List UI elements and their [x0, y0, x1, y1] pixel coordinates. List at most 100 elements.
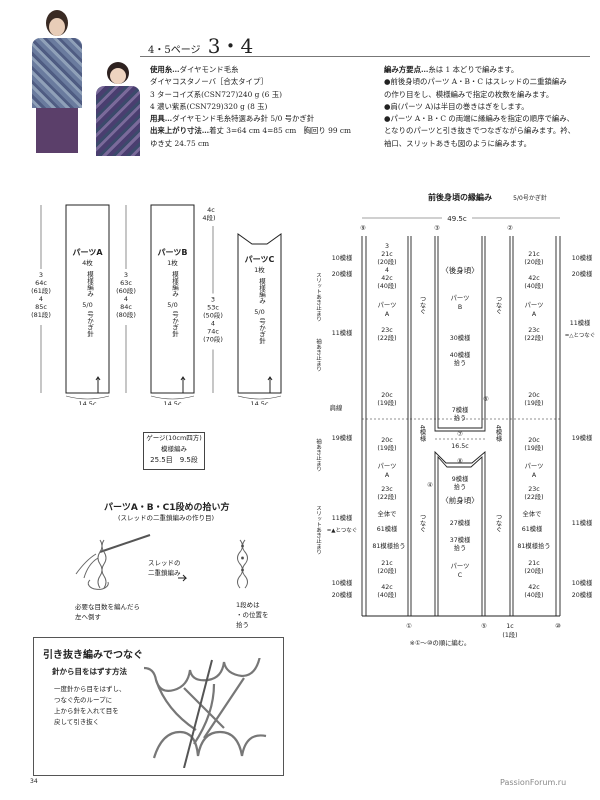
- dim: (19段): [377, 443, 396, 452]
- dim: 61模様: [522, 524, 543, 533]
- pick: 拾う: [454, 543, 467, 552]
- dim: 全体で: [378, 509, 397, 518]
- part-label: パーツ: [525, 462, 544, 470]
- part-hook: 号かぎ針: [258, 318, 266, 346]
- svg-text:4: 4: [211, 320, 215, 328]
- dim: (22段): [377, 333, 396, 342]
- side-count: 10模様: [332, 578, 353, 587]
- length-4: 85c: [35, 303, 47, 311]
- armhole-label: 袖あき止まり: [315, 437, 322, 472]
- join-subtitle: 針から目をはずす方法: [52, 667, 127, 676]
- rows-3: (50段): [203, 311, 223, 320]
- part-hook: 号かぎ針: [86, 311, 94, 339]
- chain-illustration: [75, 534, 248, 590]
- page-title: 4・5ページ 3・4: [148, 30, 253, 59]
- finished-size: 着丈 3=64 cm 4=85 cm 胸回り 99 cm: [209, 126, 352, 136]
- side-count: 19模様: [332, 433, 353, 442]
- dim: 20c: [381, 392, 393, 399]
- shoulder-line: 肩線: [330, 403, 343, 412]
- rows-3: (60段): [116, 286, 136, 295]
- side-count: 10模様: [572, 253, 593, 262]
- neck: 9模様: [452, 474, 469, 483]
- instruction-line: 袖口、スリットあきも図のように編みます。: [384, 138, 532, 148]
- part-name: パーツB: [158, 247, 188, 257]
- label: 使用糸…: [150, 65, 180, 74]
- length-3: 53c: [207, 304, 219, 312]
- join-illustration: [144, 658, 267, 768]
- chain-label: スレッドの二重鎖編み: [148, 558, 181, 578]
- part-label: パーツ: [525, 301, 544, 309]
- part-label: パーツ: [451, 562, 470, 570]
- svg-text:3: 3: [39, 271, 43, 279]
- length-3: 63c: [120, 279, 132, 287]
- neck-depth: 4c: [207, 206, 215, 214]
- dim: (40段): [377, 281, 396, 290]
- back-label: 〈後身頃〉: [441, 265, 479, 275]
- part-pattern: 模様編み: [86, 270, 94, 298]
- step-7: ⑦: [457, 431, 463, 438]
- svg-text:4: 4: [39, 295, 43, 303]
- slit-label: スリットあき止まり: [315, 272, 322, 322]
- dim: (20段): [524, 257, 543, 266]
- svg-text:3: 3: [211, 296, 215, 304]
- pickup-subtitle: (スレッドの二重鎖編みの作り目): [118, 514, 215, 522]
- side-count: 11模様: [332, 513, 353, 522]
- part-count: 1枚: [254, 265, 265, 274]
- pick: 拾う: [454, 358, 467, 367]
- dim: (20段): [377, 257, 396, 266]
- part-name: パーツC: [245, 254, 275, 264]
- edging-title: 前後身頃の縁編み: [428, 192, 492, 202]
- part-outline: [65, 204, 110, 394]
- label: 拾う: [236, 621, 249, 629]
- front-label: 〈前身頃〉: [441, 495, 479, 505]
- dim: 20c: [381, 437, 393, 444]
- gauge-box: ゲージ(10cm四方) 模様編み 25.5目 9.5段: [143, 432, 205, 470]
- gauge-pattern: 模様編み: [161, 445, 187, 453]
- chain-result-icon: [237, 539, 248, 589]
- svg-text:4: 4: [124, 295, 128, 303]
- step-2: ②: [507, 225, 513, 232]
- connect-label: つなぐ: [495, 514, 502, 533]
- armhole-label: 袖あき止まり: [315, 337, 322, 372]
- yarn: ダイヤモンド毛糸: [179, 65, 239, 74]
- dim: (19段): [377, 398, 396, 407]
- dim: (20段): [377, 566, 396, 575]
- order-note: ※①〜⑩の順に編む。: [410, 638, 471, 647]
- side-count: 11模様: [570, 318, 591, 327]
- dim: 全体で: [523, 509, 542, 518]
- neck: 7模様: [452, 405, 469, 414]
- dim: 42c: [381, 584, 393, 591]
- dim: 23c: [528, 327, 540, 334]
- edging-labels: ⑨ ③ ② 〈後身頃〉 〈前身頃〉 3 21c (20段) 4 42c (40段…: [315, 225, 595, 647]
- slit-label: スリットあき止まり: [315, 505, 322, 555]
- instruction-line: となりのパーツと引き抜きでつなぎながら編みます。衿、: [384, 126, 576, 136]
- gauge-value: 25.5目 9.5段: [150, 456, 198, 464]
- edge-width: 1c: [506, 623, 514, 630]
- dim: (40段): [377, 590, 396, 599]
- part-a: A: [532, 311, 537, 318]
- instruction-line: ●前後身頃のパーツ A・B・C はスレッドの二重鎖編み: [384, 77, 567, 87]
- part-hook: 5/0: [167, 301, 177, 309]
- rows-4: (81段): [31, 310, 51, 319]
- svg-text:3: 3: [124, 271, 128, 279]
- connect-label: つなぐ: [419, 296, 426, 315]
- edging-diagram: 前後身頃の縁編み 5/0号かぎ針 49.5c ⑨ ③ ② 〈後身頃〉 〈前身頃〉…: [315, 192, 595, 647]
- dim: (19段): [524, 398, 543, 407]
- part-label: パーツ: [451, 294, 470, 302]
- page-reference: 4・5ページ: [148, 45, 201, 56]
- side-count: 20模様: [572, 590, 593, 599]
- tools: ダイヤモンド毛糸特選あみ針 5/0 号かぎ針: [172, 114, 315, 124]
- part-outline: [237, 233, 282, 394]
- color-3: 3 ターコイズ系(CSN727)240 g (6 玉): [150, 89, 282, 99]
- length-3: 64c: [35, 279, 47, 287]
- shoulder-count: 4模様: [495, 425, 502, 442]
- dim: (22段): [377, 492, 396, 501]
- join-title: 引き抜き編みでつなぐ: [43, 650, 143, 661]
- edging-hook: 5/0号かぎ針: [513, 194, 547, 202]
- pick: 27模様: [450, 518, 471, 527]
- dim: 20c: [528, 392, 540, 399]
- materials-block: 使用糸…ダイヤモンド毛糸 ダイヤコスタノーバ［合太タイプ］ 3 ターコイズ系(C…: [150, 64, 351, 150]
- color-4: 4 濃い紫系(CSN729)320 g (8 玉): [150, 101, 268, 111]
- part-a: A: [385, 311, 390, 318]
- page-number: 34: [30, 778, 38, 785]
